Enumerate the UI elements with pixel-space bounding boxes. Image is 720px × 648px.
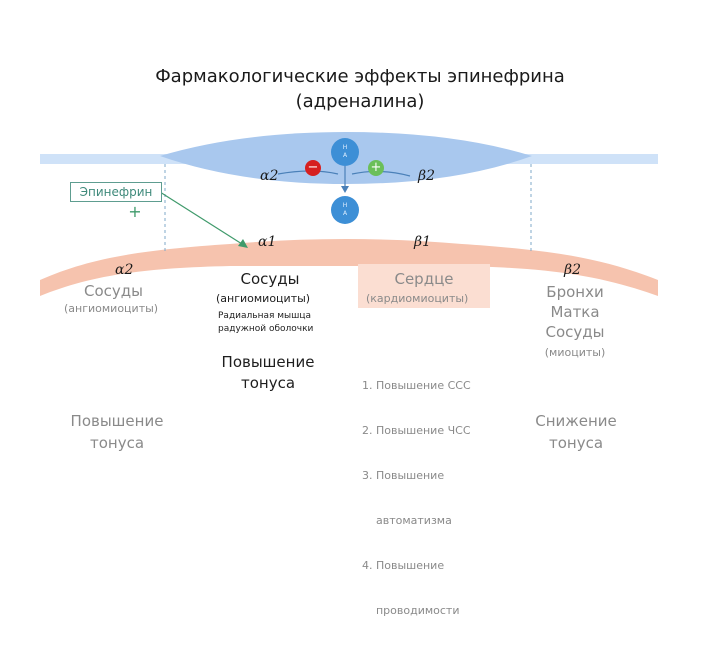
right-cells: (миоциты) (544, 346, 606, 359)
na-label-top: Н (342, 144, 348, 151)
diagram: Фармакологические эффекты эпинефрина (ад… (0, 64, 720, 617)
right-effect-line-1: Снижение (535, 412, 617, 430)
right-effect: Снижение тонуса (526, 410, 626, 454)
receptor-beta2-right: β2 (564, 262, 582, 278)
left-organ: Сосуды (84, 282, 143, 300)
page-title: Фармакологические эффекты эпинефрина (ад… (0, 64, 720, 114)
heart-effect-item: 3. Повышение (362, 469, 445, 482)
stimulation-sign: + (368, 160, 384, 176)
heart-organ: Сердце (394, 270, 454, 288)
receptor-beta2-presynaptic: β2 (418, 168, 436, 184)
right-organ-line-1: Бронхи (546, 283, 604, 301)
heart-highlight (358, 264, 490, 308)
left-effect-line-1: Повышение (70, 412, 164, 430)
title-line-1: Фармакологические эффекты эпинефрина (155, 66, 565, 87)
na-released-bottom: А (342, 210, 348, 217)
epinephrine-plus-icon: + (128, 202, 142, 221)
left-effect-line-2: тонуса (89, 434, 145, 452)
title-line-2: (адреналина) (295, 91, 425, 112)
center-effect-line-1: Повышение (221, 353, 315, 371)
minus-icon: − (307, 160, 319, 175)
epinephrine-label: Эпинефрин (70, 182, 162, 202)
heart-effect-item: автоматизма (362, 514, 452, 527)
right-organ-line-2: Матка (550, 303, 600, 321)
center-cells: (ангиомиоциты) (216, 292, 311, 305)
right-organs: Бронхи Матка Сосуды (530, 282, 620, 342)
epinephrine-arrow (159, 191, 243, 245)
heart-effect-item: 4. Повышение (362, 559, 445, 572)
iris-note-line-2: радужной оболочки (218, 324, 314, 334)
center-effect-line-2: тонуса (240, 374, 296, 392)
noradrenaline-vesicle: Н А (331, 138, 359, 166)
iris-note-line-1: Радиальная мышца (218, 311, 312, 321)
postsynaptic-membrane (40, 239, 658, 296)
plus-icon: + (370, 160, 382, 175)
receptor-alpha2-left: α2 (115, 262, 134, 278)
na-released-top: Н (342, 202, 348, 209)
heart-effect-item: 1. Повышение ССС (362, 379, 471, 392)
receptor-alpha1: α1 (258, 234, 277, 250)
heart-effect-item: проводимости (362, 604, 460, 617)
heart-effects-list: 1. Повышение ССС 2. Повышение ЧСС 3. Пов… (362, 348, 471, 648)
receptor-alpha2-presynaptic: α2 (260, 168, 279, 184)
epinephrine-arrowhead (238, 239, 248, 248)
inhibition-sign: − (305, 160, 321, 176)
right-effect-line-2: тонуса (548, 434, 604, 452)
release-arrowhead (341, 186, 349, 193)
heart-effect-item: 2. Повышение ЧСС (362, 424, 471, 437)
receptor-beta1: β1 (414, 234, 432, 250)
na-label-bottom: А (342, 152, 348, 159)
center-organ: Сосуды (240, 270, 300, 288)
left-cells: (ангиомиоциты) (64, 302, 159, 315)
released-noradrenaline: Н А (331, 196, 359, 224)
right-organ-line-3: Сосуды (545, 323, 605, 341)
center-effect: Повышение тонуса (203, 352, 333, 394)
iris-note: Радиальная мышца радужной оболочки (218, 310, 313, 336)
heart-cells: (кардиомиоциты) (366, 292, 469, 305)
left-effect: Повышение тонуса (56, 410, 178, 454)
